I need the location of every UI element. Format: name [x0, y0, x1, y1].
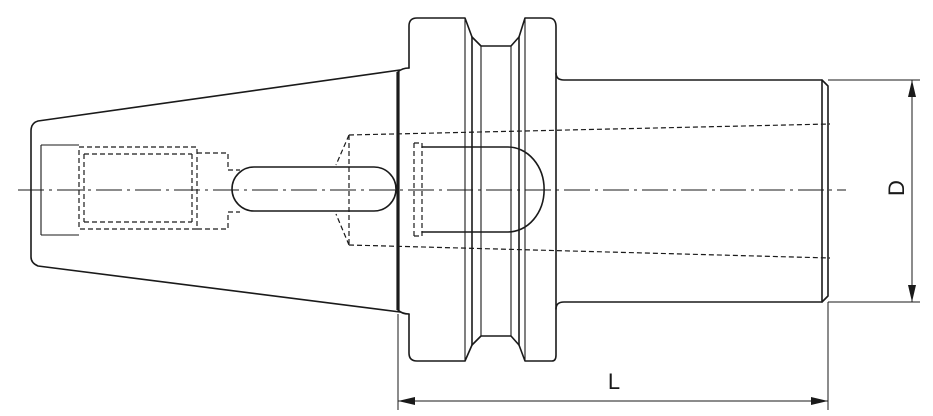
flange-chamfer	[397, 67, 410, 73]
flange-ring-outline	[518, 17, 557, 362]
shank-outline	[555, 72, 829, 310]
diameter-label: D	[884, 180, 909, 196]
bore-step-hidden	[197, 211, 240, 230]
taper-cone-outline	[30, 69, 401, 313]
bore-taper-hidden	[348, 244, 831, 259]
flange-chamfer	[397, 309, 410, 315]
thread-bore-hidden	[78, 146, 198, 230]
arrowhead	[908, 80, 916, 97]
pocket-step-hidden	[414, 142, 423, 237]
flange-outline	[408, 17, 473, 362]
v-groove-bottom	[471, 335, 520, 346]
arrowhead	[398, 397, 415, 405]
bore-taper-hidden	[348, 123, 831, 136]
bore-step-hidden	[197, 152, 240, 171]
coolant-slot	[231, 166, 397, 212]
arrowhead	[811, 397, 828, 405]
arrowhead	[908, 285, 916, 302]
v-groove-top	[471, 36, 520, 47]
length-label: L	[608, 369, 620, 394]
bore-chamfer-hidden	[335, 134, 350, 246]
